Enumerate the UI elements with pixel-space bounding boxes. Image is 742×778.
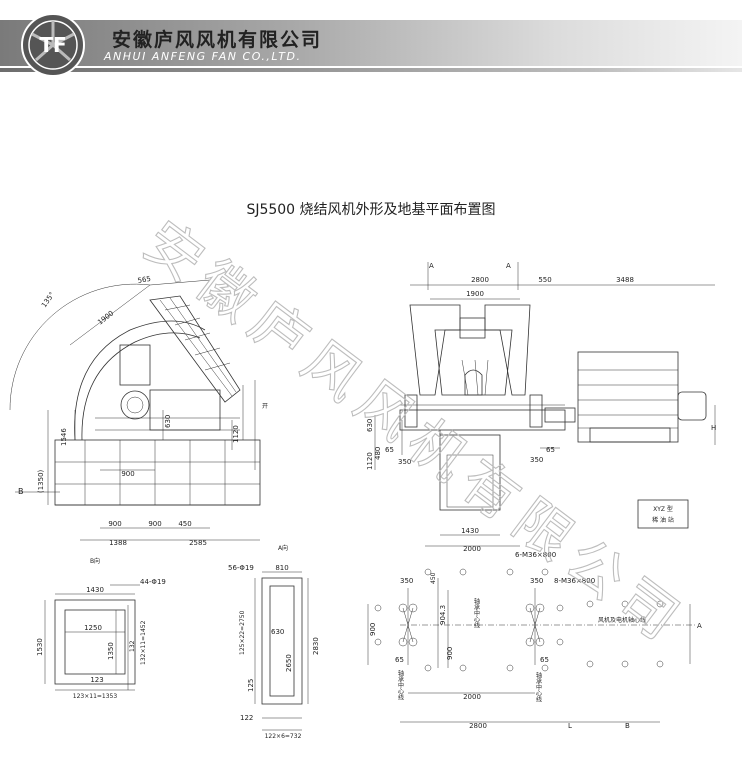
dim-1388: 1388 <box>109 539 127 547</box>
volute-outline <box>74 320 206 441</box>
dim-2585: 2585 <box>189 539 207 547</box>
dim-1120-front: 1120 <box>366 452 374 470</box>
dim-125x22: 125×22=2750 <box>239 610 246 655</box>
dim-900-inner: 900 <box>121 470 134 478</box>
dim-1900-top: 1900 <box>466 290 484 298</box>
dim-65-right-f: 65 <box>540 656 549 664</box>
view-b-label: B向 <box>90 557 100 565</box>
view-b-flange <box>54 599 136 685</box>
foundation-plan: 6-M36×800 8-M36×800 350 350 450 904.3 90… <box>367 551 702 730</box>
dim-132: 132 <box>129 640 136 652</box>
dim-350-right-front: 350 <box>530 456 543 464</box>
front-base <box>399 409 566 431</box>
marker-open: 开 <box>262 403 268 410</box>
dim-1546: 1546 <box>60 428 68 446</box>
view-a-label: A向 <box>278 544 288 552</box>
dim-123x11: 123×11=1353 <box>73 693 118 700</box>
dim-65-right-front: 65 <box>546 446 555 454</box>
dim-122: 122 <box>240 714 253 722</box>
dim-550: 550 <box>538 276 551 284</box>
dim-630-front: 630 <box>366 419 374 432</box>
dim-480: 480 <box>374 447 382 460</box>
bolts-8: 8-M36×800 <box>554 577 595 585</box>
dim-565: 565 <box>137 275 152 285</box>
dim-810: 810 <box>275 564 288 572</box>
coupling <box>544 407 576 423</box>
dim-1350: (1350) <box>37 469 45 493</box>
view-b: B向 1430 44-Φ19 1250 1530 1350 132 132×11… <box>36 557 166 700</box>
dim-2830: 2830 <box>312 637 320 655</box>
marker-a-left: A <box>429 262 434 270</box>
oil-station-box <box>637 499 689 529</box>
bearing-center-left: 轴承中心线 <box>397 669 404 700</box>
impeller <box>464 369 483 396</box>
holes-56: 56-Φ19 <box>228 564 254 572</box>
watermark-text: 安徽庐风风机有限公司 <box>132 209 698 658</box>
header-band <box>0 20 742 66</box>
dim-450-f: 450 <box>430 572 437 584</box>
dim-630-a: 630 <box>271 628 284 636</box>
oil-station-label-1: XYZ 型 <box>653 505 673 513</box>
dim-2000-front: 2000 <box>463 545 481 553</box>
dim-1350-b: 1350 <box>107 642 115 660</box>
company-name-cn: 安徽庐风风机有限公司 <box>112 29 323 51</box>
motor-axis-label: 风机及电机轴心线 <box>598 616 646 624</box>
marker-a-right: A <box>506 262 511 270</box>
dim-1530: 1530 <box>36 638 44 656</box>
logo-text: TF <box>39 33 66 57</box>
dim-1430-b: 1430 <box>86 586 104 594</box>
dim-350-left-front: 350 <box>398 458 411 466</box>
angle-arc <box>9 283 151 411</box>
dim-350-left-f: 350 <box>400 577 413 585</box>
dim-1430-front: 1430 <box>461 527 479 535</box>
bearing-center-right: 轴承中心线 <box>535 671 542 702</box>
view-a-flange <box>261 577 303 705</box>
dim-2800-f: 2800 <box>469 722 487 730</box>
dim-2800-top: 2800 <box>471 276 489 284</box>
header-rule <box>0 68 742 72</box>
dim-122x6: 122×6=732 <box>265 733 302 740</box>
dim-1120: 1120 <box>232 425 240 443</box>
view-a: A向 56-Φ19 810 125×22=2750 630 2650 2830 … <box>228 544 320 740</box>
marker-l: L <box>568 722 572 730</box>
dim-900-a: 900 <box>108 520 121 528</box>
marker-a-f: A <box>697 622 702 630</box>
company-logo: TF <box>21 13 85 77</box>
dim-900-left-f: 900 <box>369 623 377 636</box>
dim-630: 630 <box>164 415 172 428</box>
holes-44: 44-Φ19 <box>140 578 166 586</box>
dim-450: 450 <box>178 520 191 528</box>
dim-2650: 2650 <box>285 654 293 672</box>
bearing-center-mid: 轴承中心线 <box>473 597 480 628</box>
marker-b: B <box>18 487 24 496</box>
bolts-6: 6-M36×800 <box>515 551 556 559</box>
outlet-box <box>439 434 501 511</box>
dim-904: 904.3 <box>439 605 447 625</box>
dim-900-b: 900 <box>148 520 161 528</box>
dim-65-left-f: 65 <box>395 656 404 664</box>
front-view: A A 2800 550 3488 1900 630 1120 480 65 3… <box>366 262 716 553</box>
dim-132x11: 132×11=1452 <box>140 620 147 665</box>
company-header: TF 安徽庐风风机有限公司 ANHUI ANFENG FAN CO.,LTD. <box>0 0 742 78</box>
access-door <box>119 344 151 386</box>
company-name-en: ANHUI ANFENG FAN CO.,LTD. <box>104 50 302 63</box>
drawing-title: SJ5500 烧结风机外形及地基平面布置图 <box>246 202 496 218</box>
dim-h: H <box>711 424 716 432</box>
inlet-ring <box>120 390 150 420</box>
dim-2000-f: 2000 <box>463 693 481 701</box>
dim-125: 125 <box>247 679 255 692</box>
dim-1250: 1250 <box>84 624 102 632</box>
dim-123: 123 <box>90 676 103 684</box>
marker-b-f: B <box>625 722 630 730</box>
dim-350-right-f: 350 <box>530 577 543 585</box>
dim-3488: 3488 <box>616 276 634 284</box>
outlet-duct <box>149 295 241 403</box>
oil-station-label-2: 稀 油 站 <box>652 516 674 524</box>
anchor-bolts <box>374 568 664 672</box>
dim-900-mid-f: 900 <box>446 647 454 660</box>
dim-65-left-front: 65 <box>385 446 394 454</box>
